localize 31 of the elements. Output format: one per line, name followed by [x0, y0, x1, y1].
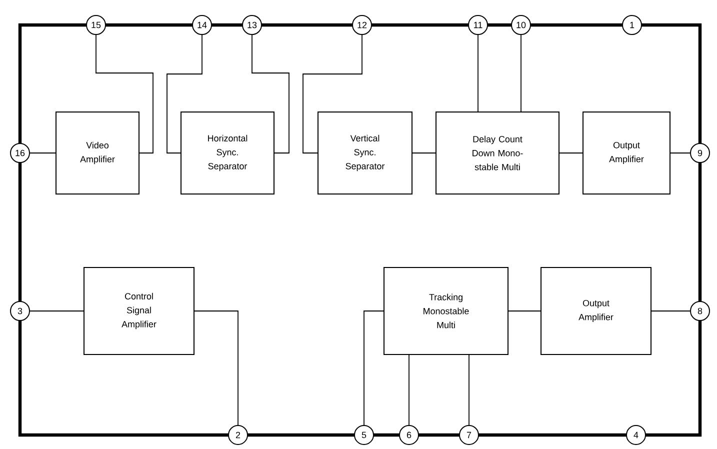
block-box: Output Amplifier [582, 112, 670, 194]
connection-line [520, 34, 522, 112]
connection-line [408, 354, 410, 426]
connection-line [651, 310, 690, 312]
connection-line [364, 310, 384, 426]
node-label: 5 [362, 432, 366, 438]
block-box: Tracking Monostable Multi [384, 267, 508, 355]
connection-line [670, 152, 690, 154]
node-label: 4 [634, 432, 638, 438]
connection-line [412, 152, 436, 154]
connection-line [302, 34, 362, 154]
connection-line [96, 34, 154, 154]
connection-line [194, 310, 238, 426]
connection-line [252, 34, 290, 154]
block-box: Delay Count Down Mono-stable Multi [436, 112, 560, 194]
node-label: 9 [698, 150, 702, 156]
connection-line [30, 310, 84, 312]
block-box: Vertical Sync. Separator [318, 112, 412, 194]
block-box: Video Amplifier [56, 112, 140, 194]
block-box: Horizontal Sync. Separator [180, 112, 274, 194]
node-label: 7 [466, 432, 472, 438]
node-label: 6 [406, 432, 412, 438]
block-box: Output Amplifier [540, 267, 652, 355]
connection-line [166, 34, 202, 154]
node-label: 8 [698, 308, 702, 314]
connection-line [468, 354, 470, 426]
node-label: 2 [236, 432, 240, 438]
connection-line [508, 310, 541, 312]
connection-line [30, 152, 56, 154]
block-box: Control Signal Amplifier [84, 267, 194, 355]
connection-line [559, 152, 583, 154]
